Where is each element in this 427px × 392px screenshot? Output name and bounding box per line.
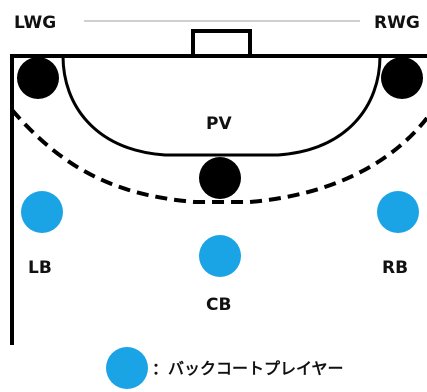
legend-marker [106,347,148,389]
goal-area-line [61,55,382,157]
left-back-player-marker [21,191,63,233]
legend: ：バックコートプレイヤー [106,347,344,389]
free-throw-line [10,108,427,204]
center-back-player-marker [199,235,241,277]
label-rwg: RWG [374,13,420,33]
pivot-player-marker [199,157,241,199]
label-lwg: LWG [14,13,56,33]
legend-text: ：バックコートプレイヤー [152,359,344,378]
label-rb: RB [382,258,408,278]
label-pv: PV [206,114,232,134]
label-lb: LB [28,258,52,278]
right-back-player-marker [377,191,419,233]
goal [191,29,252,56]
left-wing-player-marker [17,57,59,99]
right-wing-player-marker [381,57,423,99]
label-cb: CB [206,295,231,315]
